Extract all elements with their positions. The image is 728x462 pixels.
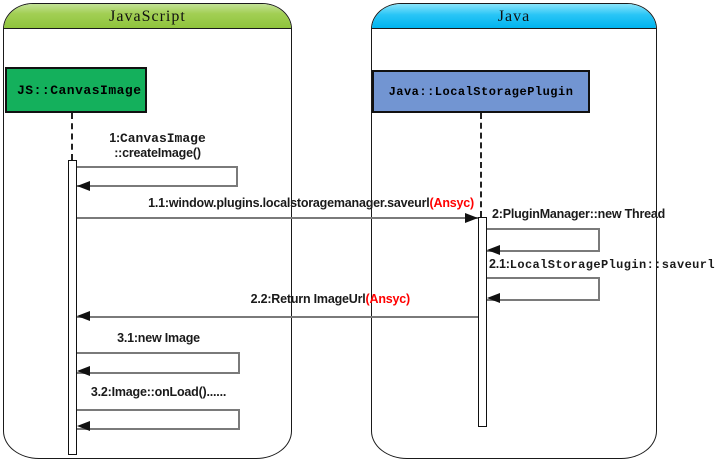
object-js-canvas-image: JS::CanvasImage xyxy=(5,67,147,113)
message-2-2-label: 2.2:Return ImageUrl(Ansyc) xyxy=(250,292,411,306)
message-2-1-label: 2.1:LocalStoragePlugin::saveurl xyxy=(489,257,715,272)
object-java-local-storage-plugin-label: Java::LocalStoragePlugin xyxy=(388,84,574,99)
arrowhead-left-icon xyxy=(77,421,90,431)
frame-java-title: Java xyxy=(497,8,531,25)
frame-java: Java xyxy=(371,3,657,459)
message-3-2-label: 3.2:Image::onLoad()...... xyxy=(90,385,227,399)
arrowhead-left-icon xyxy=(77,311,90,321)
activation-bar-js xyxy=(68,160,77,455)
async-annotation: (Ansyc) xyxy=(429,196,475,210)
message-1-1-arrow xyxy=(77,217,478,219)
message-1-label: 1:CanvasImage ::createImage() xyxy=(77,131,238,160)
arrowhead-left-icon xyxy=(77,366,90,376)
message-3-1-label: 3.1:new Image xyxy=(117,331,200,345)
message-1-self-arrow xyxy=(77,166,238,187)
message-2-label: 2:PluginManager::new Thread xyxy=(492,207,666,221)
frame-javascript-header: JavaScript xyxy=(4,4,291,29)
message-1-1-label: 1.1:window.plugins.localstoragemanager.s… xyxy=(148,196,475,210)
arrowhead-left-icon xyxy=(487,293,500,303)
object-js-canvas-image-label: JS::CanvasImage xyxy=(17,82,142,98)
arrowhead-right-icon xyxy=(465,213,478,223)
object-java-local-storage-plugin: Java::LocalStoragePlugin xyxy=(372,70,590,113)
message-1-line1: 1:CanvasImage xyxy=(109,131,206,146)
async-annotation: (Ansyc) xyxy=(365,292,411,306)
lifeline-js-canvas-image xyxy=(71,113,73,160)
message-3-1-self-arrow xyxy=(77,352,240,374)
frame-javascript-title: JavaScript xyxy=(109,8,186,25)
activation-bar-java xyxy=(478,217,487,427)
message-2-1-self-arrow xyxy=(487,277,600,301)
frame-java-header: Java xyxy=(372,4,656,29)
arrowhead-left-icon xyxy=(487,245,500,255)
arrowhead-left-icon xyxy=(77,181,90,191)
lifeline-java-local-storage-plugin xyxy=(480,113,482,217)
message-2-self-arrow xyxy=(487,228,600,252)
message-1-line2: ::createImage() xyxy=(114,146,201,160)
message-2-2-arrow xyxy=(77,316,478,318)
message-3-2-self-arrow xyxy=(77,409,240,430)
